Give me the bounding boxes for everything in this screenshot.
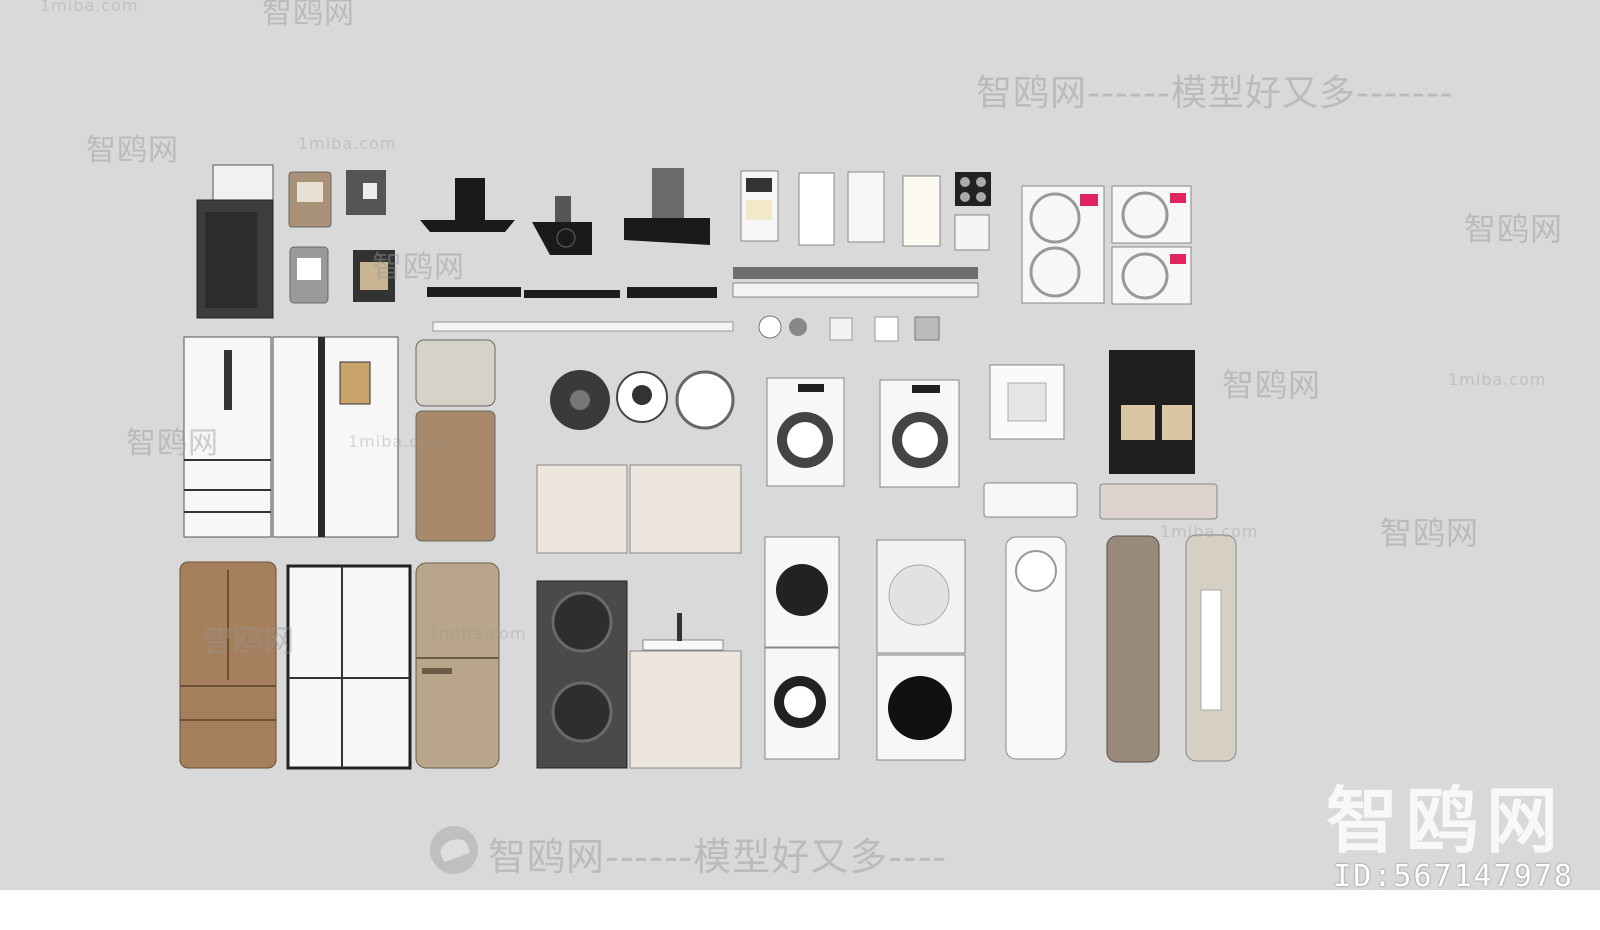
ceiling-cassette-ac: [989, 364, 1065, 440]
vent-panel: [954, 214, 990, 251]
watermark-bottom-line: 智鸥网------模型好又多----: [488, 835, 948, 879]
watermark-brand: 智鸥网: [1464, 210, 1564, 248]
linear-air-vent-dark: [733, 267, 978, 279]
linear-air-vent-light: [732, 282, 979, 298]
washer-dryer-stack-1: [764, 536, 840, 760]
robot-vacuum-ring: [675, 370, 735, 430]
watermark-brand: 智鸥网: [372, 250, 465, 285]
watermark-brand: 智鸥网: [1222, 366, 1322, 404]
fridge-retro-mini-and-tall: [415, 339, 496, 542]
watermark-brand: 智鸥网: [262, 0, 355, 31]
integrated-stove-oven: [1109, 350, 1195, 474]
watermark-big-brand: 智鸥网: [1326, 779, 1567, 863]
purifier-screen: [297, 258, 321, 280]
heater-vent: [746, 178, 772, 192]
floor-ac-bronze: [1106, 535, 1160, 763]
front-load-washer-1: [766, 377, 845, 487]
gas-cooktop-2: [524, 290, 620, 298]
robot-vacuum-center: [570, 390, 590, 410]
fan-circle: [976, 192, 986, 202]
wall-ac-indoor-white: [983, 482, 1078, 518]
watermark-brand: 智鸥网: [86, 133, 179, 168]
water-dispenser-tall: [196, 164, 274, 319]
watermark-url: 1miba.com: [348, 432, 447, 451]
ac-outdoor-unit-double: [1021, 185, 1105, 304]
washer-dryer-stack-2: [876, 539, 966, 761]
image-id-label: ID:567147978: [1333, 859, 1574, 894]
watermark-url: 1miba.com: [298, 134, 397, 153]
range-hood-1: [420, 178, 515, 232]
robot-vacuum-sensor: [632, 385, 652, 405]
ac-outdoor-unit-single-1: [1111, 185, 1192, 244]
pipeline-panel: [360, 262, 388, 290]
gas-cooktop-3: [627, 287, 717, 298]
watermark-url: 1miba.com: [428, 624, 527, 643]
square-vent-1: [829, 317, 853, 341]
square-vent-3: [914, 316, 940, 341]
fridge-retro-tan: [415, 562, 500, 769]
fridge-french-door-white: [183, 336, 272, 538]
bath-heater-panel-2: [798, 172, 835, 246]
four-fan-exhaust: [955, 172, 991, 206]
bath-heater-panel-3: [847, 171, 885, 243]
round-vent-grey: [789, 318, 807, 336]
coffee-machine-panel: [363, 183, 377, 199]
watermark-brand: 智鸥网: [1380, 514, 1480, 552]
dispenser-panel: [297, 182, 323, 202]
watermark-brand: 智鸥网: [202, 624, 295, 659]
range-hood-2: [532, 196, 592, 255]
square-vent-2: [874, 316, 899, 342]
range-hood-3: [624, 168, 710, 245]
fan-circle: [960, 192, 970, 202]
front-load-washer-2: [879, 379, 960, 488]
watermark-brand-line: 智鸥网------模型好又多-------: [976, 73, 1454, 114]
watermark-url: 1miba.com: [40, 0, 139, 15]
floor-ac-striped: [1185, 534, 1237, 762]
fan-circle: [976, 177, 986, 187]
heater-light: [746, 200, 772, 220]
watermark-brand: 智鸥网: [126, 426, 219, 461]
ac-outdoor-unit-single-2: [1111, 246, 1192, 305]
round-vent-white: [758, 315, 782, 339]
bath-heater-panel-4: [902, 175, 941, 247]
fridge-french-door-tan: [179, 561, 277, 769]
fan-circle: [960, 177, 970, 187]
floor-ac-white: [1005, 536, 1067, 760]
fridge-side-by-side-white: [272, 336, 399, 538]
wall-ac-indoor-pink: [1099, 483, 1218, 520]
watermark-url: 1miba.com: [1160, 522, 1259, 541]
watermark-url: 1miba.com: [1448, 370, 1547, 389]
gas-cooktop-1: [427, 287, 521, 297]
laundry-cabinet: [536, 464, 742, 769]
bottom-white-band: [0, 890, 1600, 930]
watermark-logo-icon: [430, 826, 478, 874]
long-white-bar-appliance: [432, 321, 734, 332]
fridge-cross-door-white: [286, 564, 412, 770]
